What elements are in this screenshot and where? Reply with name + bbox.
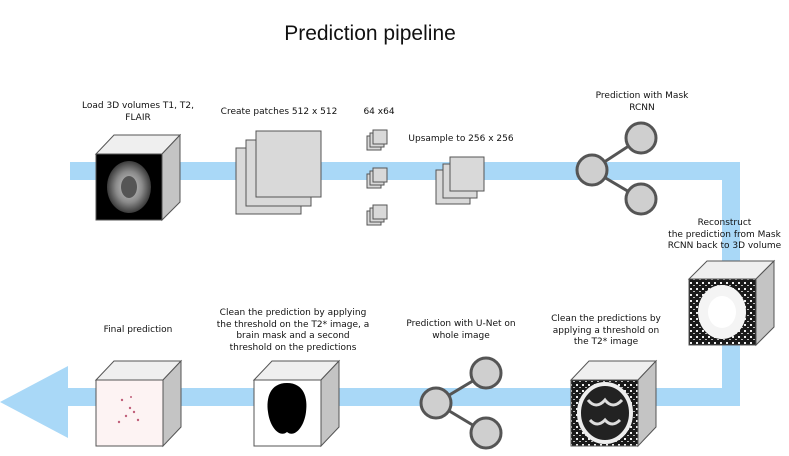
- patch-stacks-64: [366, 129, 388, 226]
- flow-arrowhead: [0, 366, 68, 438]
- label-reconstruct: Reconstruct the prediction from Mask RCN…: [667, 218, 782, 251]
- diagram-title: Prediction pipeline: [284, 22, 456, 45]
- brain-mask-cube: [252, 359, 341, 448]
- label-clean-brain: Clean the prediction by applying the thr…: [216, 308, 370, 353]
- label-upsample: Upsample to 256 x 256: [408, 134, 514, 144]
- final-prediction-cube: [94, 359, 183, 448]
- label-threshold-t2: Clean the predictions by applying a thre…: [551, 314, 661, 347]
- patch-stack-512: [235, 130, 322, 215]
- label-create-patches: Create patches 512 x 512: [220, 107, 338, 117]
- label-mask-rcnn: Prediction with Mask RCNN: [595, 91, 689, 113]
- label-unet: Prediction with U-Net on whole image: [406, 319, 516, 341]
- mask-rcnn-network-icon: [575, 121, 658, 216]
- label-final-prediction: Final prediction: [103, 325, 173, 335]
- input-volume-cube: [94, 133, 182, 222]
- thresholded-volume-cube: [569, 359, 658, 448]
- reconstructed-volume-cube: [687, 259, 776, 347]
- unet-network-icon: [419, 356, 503, 450]
- patch-stack-256: [435, 156, 485, 205]
- label-load-volumes: Load 3D volumes T1, T2, FLAIR: [82, 101, 194, 123]
- label-small-patches: 64 x64: [363, 107, 395, 117]
